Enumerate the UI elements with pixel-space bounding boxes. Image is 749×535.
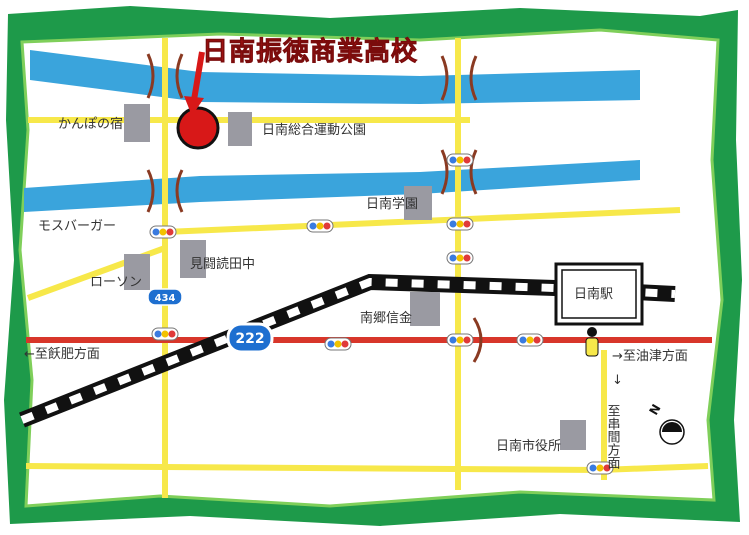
label-lawson: ローソン	[90, 275, 142, 290]
building-kenseki	[180, 240, 206, 278]
station-inner	[561, 269, 637, 319]
route-222-text: 222	[235, 331, 264, 347]
label-to-kushima-arrow: ↓	[612, 373, 623, 388]
label-kanpo: かんぽの宿	[58, 116, 123, 132]
building-park	[228, 112, 252, 146]
route-sign-222: 222	[226, 322, 274, 354]
pedestrian-icon	[585, 327, 599, 357]
label-to-obi: ←至飫肥方面	[24, 346, 100, 362]
building-gakuen	[404, 186, 432, 220]
buildings	[124, 104, 586, 450]
label-nango: 南郷信金	[360, 310, 412, 326]
label-gakuen: 日南学園	[366, 196, 418, 212]
river-north	[30, 50, 640, 104]
route-sign-434: 434	[147, 288, 183, 306]
route-434-text: 434	[155, 293, 176, 304]
label-to-aburatsu: →至油津方面	[612, 348, 688, 364]
traffic-lights	[149, 153, 614, 475]
label-cityhall: 日南市役所	[496, 438, 561, 454]
building-nango	[410, 292, 440, 326]
building-lawson	[124, 254, 150, 290]
label-station: 日南駅	[574, 286, 613, 302]
bridge-marks	[146, 53, 483, 363]
label-to-kushima: 至串間方面	[605, 404, 621, 469]
building-kanpo	[124, 104, 150, 142]
school-title: 日南振徳商業高校	[202, 36, 418, 67]
building-cityhall	[560, 420, 586, 450]
label-kenseki: 見闘読田中	[190, 256, 255, 272]
station-building	[554, 262, 644, 326]
label-mos: モスバーガー	[38, 219, 116, 234]
label-park: 日南総合運動公園	[262, 122, 366, 138]
school-marker	[176, 51, 220, 150]
